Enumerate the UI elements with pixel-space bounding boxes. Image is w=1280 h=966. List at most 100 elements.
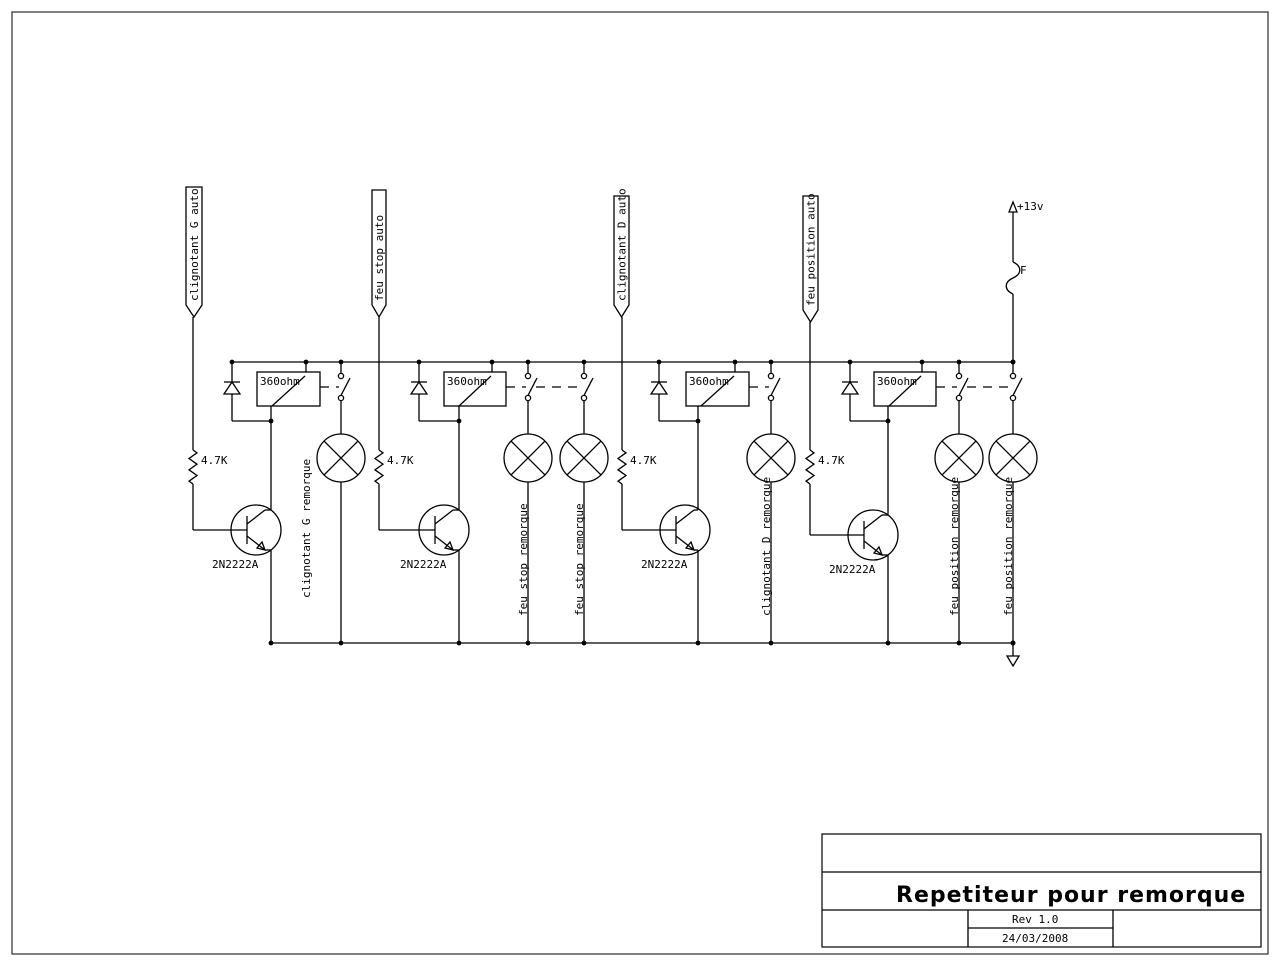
lamp-label: feu position remorque <box>948 477 961 616</box>
supply-arrow-icon <box>1008 200 1018 213</box>
lamp-icon <box>503 433 553 483</box>
lamp-label: feu stop remorque <box>517 503 530 616</box>
resistor-symbol <box>616 449 628 485</box>
transistor-symbol <box>418 504 470 556</box>
junction-dot <box>303 359 309 365</box>
lamp-icon <box>746 433 796 483</box>
junction-dot <box>695 640 701 646</box>
power-supply: +13v F <box>1005 200 1044 362</box>
junction-dot <box>489 359 495 365</box>
relay-contact <box>524 372 538 402</box>
relay-coil <box>685 371 750 407</box>
resistor-symbol <box>804 449 816 485</box>
date-label: 24/03/2008 <box>1002 932 1068 945</box>
relay-label: 360ohm <box>260 375 300 388</box>
relay-label: 360ohm <box>447 375 487 388</box>
diode-symbol <box>649 380 669 395</box>
diode-symbol <box>840 380 860 395</box>
relay-coil <box>873 371 937 407</box>
stage-1: clignotant G auto 4.7K 2N2222A 360ohm cligno… <box>185 186 366 646</box>
relay-coil <box>256 371 321 407</box>
lamp-icon <box>559 433 609 483</box>
relay-contact <box>337 372 351 402</box>
stage-4: feu position auto 4.7K 2N2222A 360ohm feu po… <box>802 193 1038 646</box>
relay-coil <box>443 371 507 407</box>
junction-dot <box>847 359 853 365</box>
transistor-label: 2N2222A <box>400 558 447 571</box>
supply-junction <box>1010 359 1016 646</box>
relay-contact <box>767 372 781 402</box>
input-connector <box>613 195 630 319</box>
junction-dot <box>525 640 531 646</box>
ground-bus <box>271 642 1021 668</box>
junction-dot <box>338 640 344 646</box>
relay-label: 360ohm <box>877 375 917 388</box>
connector-label: feu position auto <box>805 193 818 306</box>
junction-dot <box>768 640 774 646</box>
lamp-label: clignotant G remorque <box>300 459 313 598</box>
fuse-label: F <box>1020 264 1027 277</box>
junction-dot <box>919 359 925 365</box>
junction-dot <box>885 640 891 646</box>
fuse-symbol <box>1005 261 1021 295</box>
lamp-icon <box>988 433 1038 483</box>
junction-dot <box>768 359 774 365</box>
transistor-symbol <box>659 504 711 556</box>
transistor-symbol <box>847 509 899 561</box>
title-block: Repetiteur pour remorque Rev 1.0 24/03/2… <box>821 833 1262 948</box>
junction-dot <box>885 418 891 424</box>
input-connector <box>371 189 387 319</box>
lamp-icon <box>316 433 366 483</box>
resistor-label: 4.7K <box>818 454 845 467</box>
transistor-symbol <box>230 504 282 556</box>
ground-icon <box>1005 655 1021 668</box>
junction-dot <box>732 359 738 365</box>
lamp-label: feu position remorque <box>1002 477 1015 616</box>
resistor-label: 4.7K <box>201 454 228 467</box>
relay-contact <box>1009 372 1023 402</box>
junction-dot <box>416 359 422 365</box>
resistor-label: 4.7K <box>630 454 657 467</box>
connector-label: feu stop auto <box>373 215 386 301</box>
transistor-label: 2N2222A <box>641 558 688 571</box>
transistor-label: 2N2222A <box>829 563 876 576</box>
transistor-label: 2N2222A <box>212 558 259 571</box>
resistor-symbol <box>373 449 385 485</box>
drawing-title: Repetiteur pour remorque <box>896 883 1246 908</box>
stage-2: feu stop auto 4.7K 2N2222A 360ohm feu stop r… <box>371 189 609 646</box>
junction-dot <box>229 359 235 365</box>
input-connector <box>802 195 819 324</box>
connector-label: clignotant D auto <box>616 188 629 301</box>
junction-dot <box>581 640 587 646</box>
lamp-icon <box>934 433 984 483</box>
relay-contact <box>955 372 969 402</box>
sheet-border <box>11 11 1269 955</box>
resistor-label: 4.7K <box>387 454 414 467</box>
stage-3: clignotant D auto 4.7K 2N2222A 360ohm cligno… <box>613 188 796 646</box>
junction-dot <box>656 359 662 365</box>
junction-dot <box>268 640 274 646</box>
junction-dot <box>581 359 587 365</box>
relay-contact <box>580 372 594 402</box>
junction-dot <box>956 640 962 646</box>
revision-label: Rev 1.0 <box>1012 913 1058 926</box>
junction-dot <box>456 640 462 646</box>
junction-dot <box>338 359 344 365</box>
supply-label: +13v <box>1017 200 1044 213</box>
junction-dot <box>456 418 462 424</box>
junction-dot <box>1010 359 1016 365</box>
input-connector <box>185 186 203 319</box>
junction-dot <box>525 359 531 365</box>
junction-dot <box>956 359 962 365</box>
resistor-symbol <box>187 449 199 485</box>
lamp-label: clignotant D remorque <box>760 477 773 616</box>
diode-symbol <box>409 380 429 395</box>
junction-dot <box>1010 640 1016 646</box>
connector-label: clignotant G auto <box>188 188 201 301</box>
diode-symbol <box>222 380 242 395</box>
lamp-label: feu stop remorque <box>573 503 586 616</box>
junction-dot <box>268 418 274 424</box>
junction-dot <box>695 418 701 424</box>
relay-label: 360ohm <box>689 375 729 388</box>
